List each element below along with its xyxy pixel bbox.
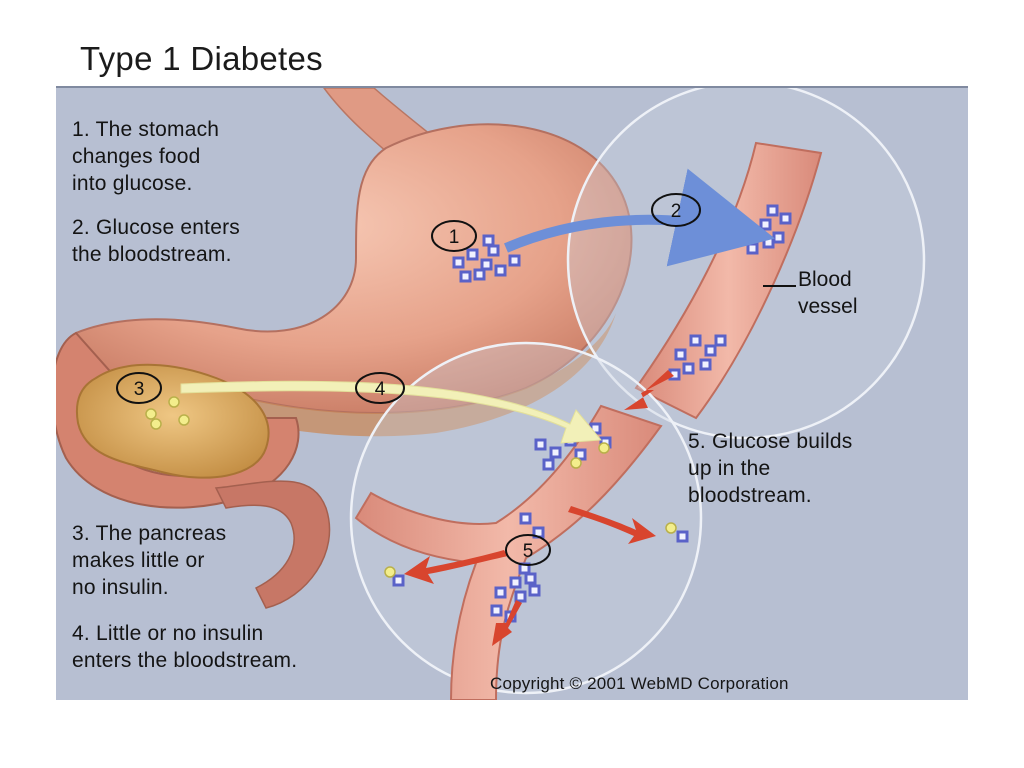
arrow-red-down-bottom	[492, 600, 522, 646]
glucose-cluster-vessel-mid	[668, 334, 727, 381]
step-1-text: 1. The stomach changes food into glucose…	[72, 118, 220, 195]
arrow-glucose-to-blood	[504, 168, 775, 267]
blood-vessel-label: Blood vessel	[798, 268, 858, 318]
copyright: Copyright © 2001 WebMD Corporation	[490, 674, 789, 693]
svg-text:1: 1	[449, 227, 460, 248]
marker-5: 5	[505, 534, 551, 566]
glucose-escaped	[392, 530, 689, 587]
diagram-title: Type 1 Diabetes	[80, 40, 323, 77]
illustration: 1 2 3 4 5	[56, 88, 926, 700]
marker-1: 1	[431, 220, 477, 252]
step-2-text: 2. Glucose enters the bloodstream.	[72, 216, 240, 266]
marker-2: 2	[651, 193, 701, 227]
arrow-red-left	[404, 550, 508, 584]
insulin-dots	[145, 396, 677, 578]
svg-text:5: 5	[523, 541, 534, 562]
arrow-insulin-to-blood	[180, 380, 603, 444]
duodenum-lower	[214, 480, 331, 609]
svg-text:4: 4	[375, 379, 386, 400]
arrow-red-right	[568, 506, 656, 544]
step-5-text: 5. Glucose builds up in the bloodstream.	[688, 430, 853, 507]
step-3-text: 3. The pancreas makes little or no insul…	[72, 522, 227, 599]
marker-3: 3	[116, 372, 162, 404]
diagram-panel: 1 2 3 4 5 1. The stomach changes food in…	[56, 86, 968, 700]
svg-text:2: 2	[671, 201, 682, 222]
blood-vessel-bottom	[354, 404, 663, 700]
marker-4: 4	[355, 372, 405, 404]
arrow-red-down-top	[624, 370, 674, 410]
step-4-text: 4. Little or no insulin enters the blood…	[72, 622, 298, 672]
svg-text:3: 3	[134, 379, 145, 400]
pancreas	[76, 363, 270, 479]
glucose-cluster-stomach	[452, 234, 521, 283]
